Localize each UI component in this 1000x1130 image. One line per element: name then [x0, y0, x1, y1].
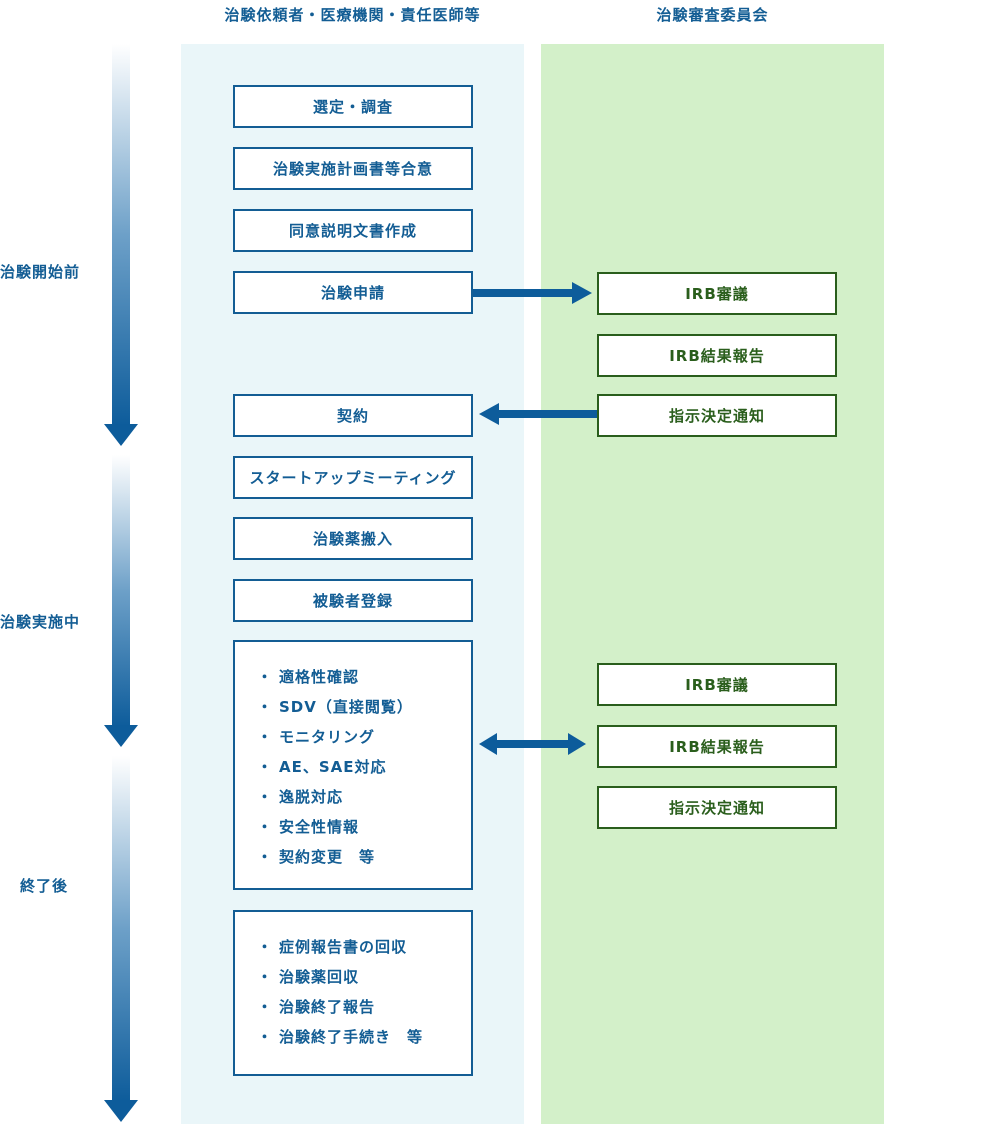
- phase-label-before: 治験開始前: [0, 263, 81, 281]
- list-item: SDV（直接閲覧）: [257, 692, 471, 722]
- arrow-bidirectional-irb: [479, 733, 586, 755]
- list-item: 治験終了手続き 等: [257, 1022, 471, 1052]
- timeline-bar-after: [112, 756, 130, 1102]
- list-item: 逸脱対応: [257, 782, 471, 812]
- list-item: 契約変更 等: [257, 842, 471, 872]
- list-item: 治験終了報告: [257, 992, 471, 1022]
- arrow-application-to-irb: [473, 282, 592, 304]
- list-item: 治験薬回収: [257, 962, 471, 992]
- header-irb: 治験審査委員会: [656, 6, 769, 24]
- step-consent-document: 同意説明文書作成: [233, 209, 473, 252]
- timeline-arrowhead-before: [104, 424, 138, 446]
- phase-label-after: 終了後: [20, 877, 69, 895]
- list-box-during: 適格性確認 SDV（直接閲覧） モニタリング AE、SAE対応 逸脱対応 安全性…: [233, 640, 473, 890]
- timeline-bar-before: [112, 44, 130, 426]
- step-selection-survey: 選定・調査: [233, 85, 473, 128]
- list-item: AE、SAE対応: [257, 752, 471, 782]
- irb-result-report-1: IRB結果報告: [597, 334, 837, 377]
- step-startup-meeting: スタートアップミーティング: [233, 456, 473, 499]
- irb-review-2: IRB審議: [597, 663, 837, 706]
- timeline-bar-during: [112, 455, 130, 727]
- step-trial-application: 治験申請: [233, 271, 473, 314]
- lane-irb: [541, 44, 884, 1124]
- phase-label-during: 治験実施中: [0, 613, 81, 631]
- step-protocol-agreement: 治験実施計画書等合意: [233, 147, 473, 190]
- list-item: 適格性確認: [257, 662, 471, 692]
- arrow-notice-to-contract: [479, 403, 597, 425]
- step-contract: 契約: [233, 394, 473, 437]
- list-item: 症例報告書の回収: [257, 932, 471, 962]
- list-item: モニタリング: [257, 722, 471, 752]
- header-sponsor-site: 治験依頼者・医療機関・責任医師等: [224, 6, 481, 24]
- list-item: 安全性情報: [257, 812, 471, 842]
- irb-decision-notice-2: 指示決定通知: [597, 786, 837, 829]
- step-drug-delivery: 治験薬搬入: [233, 517, 473, 560]
- timeline-arrowhead-after: [104, 1100, 138, 1122]
- irb-review-1: IRB審議: [597, 272, 837, 315]
- list-box-after: 症例報告書の回収 治験薬回収 治験終了報告 治験終了手続き 等: [233, 910, 473, 1076]
- irb-decision-notice-1: 指示決定通知: [597, 394, 837, 437]
- timeline-arrowhead-during: [104, 725, 138, 747]
- irb-result-report-2: IRB結果報告: [597, 725, 837, 768]
- step-subject-registration: 被験者登録: [233, 579, 473, 622]
